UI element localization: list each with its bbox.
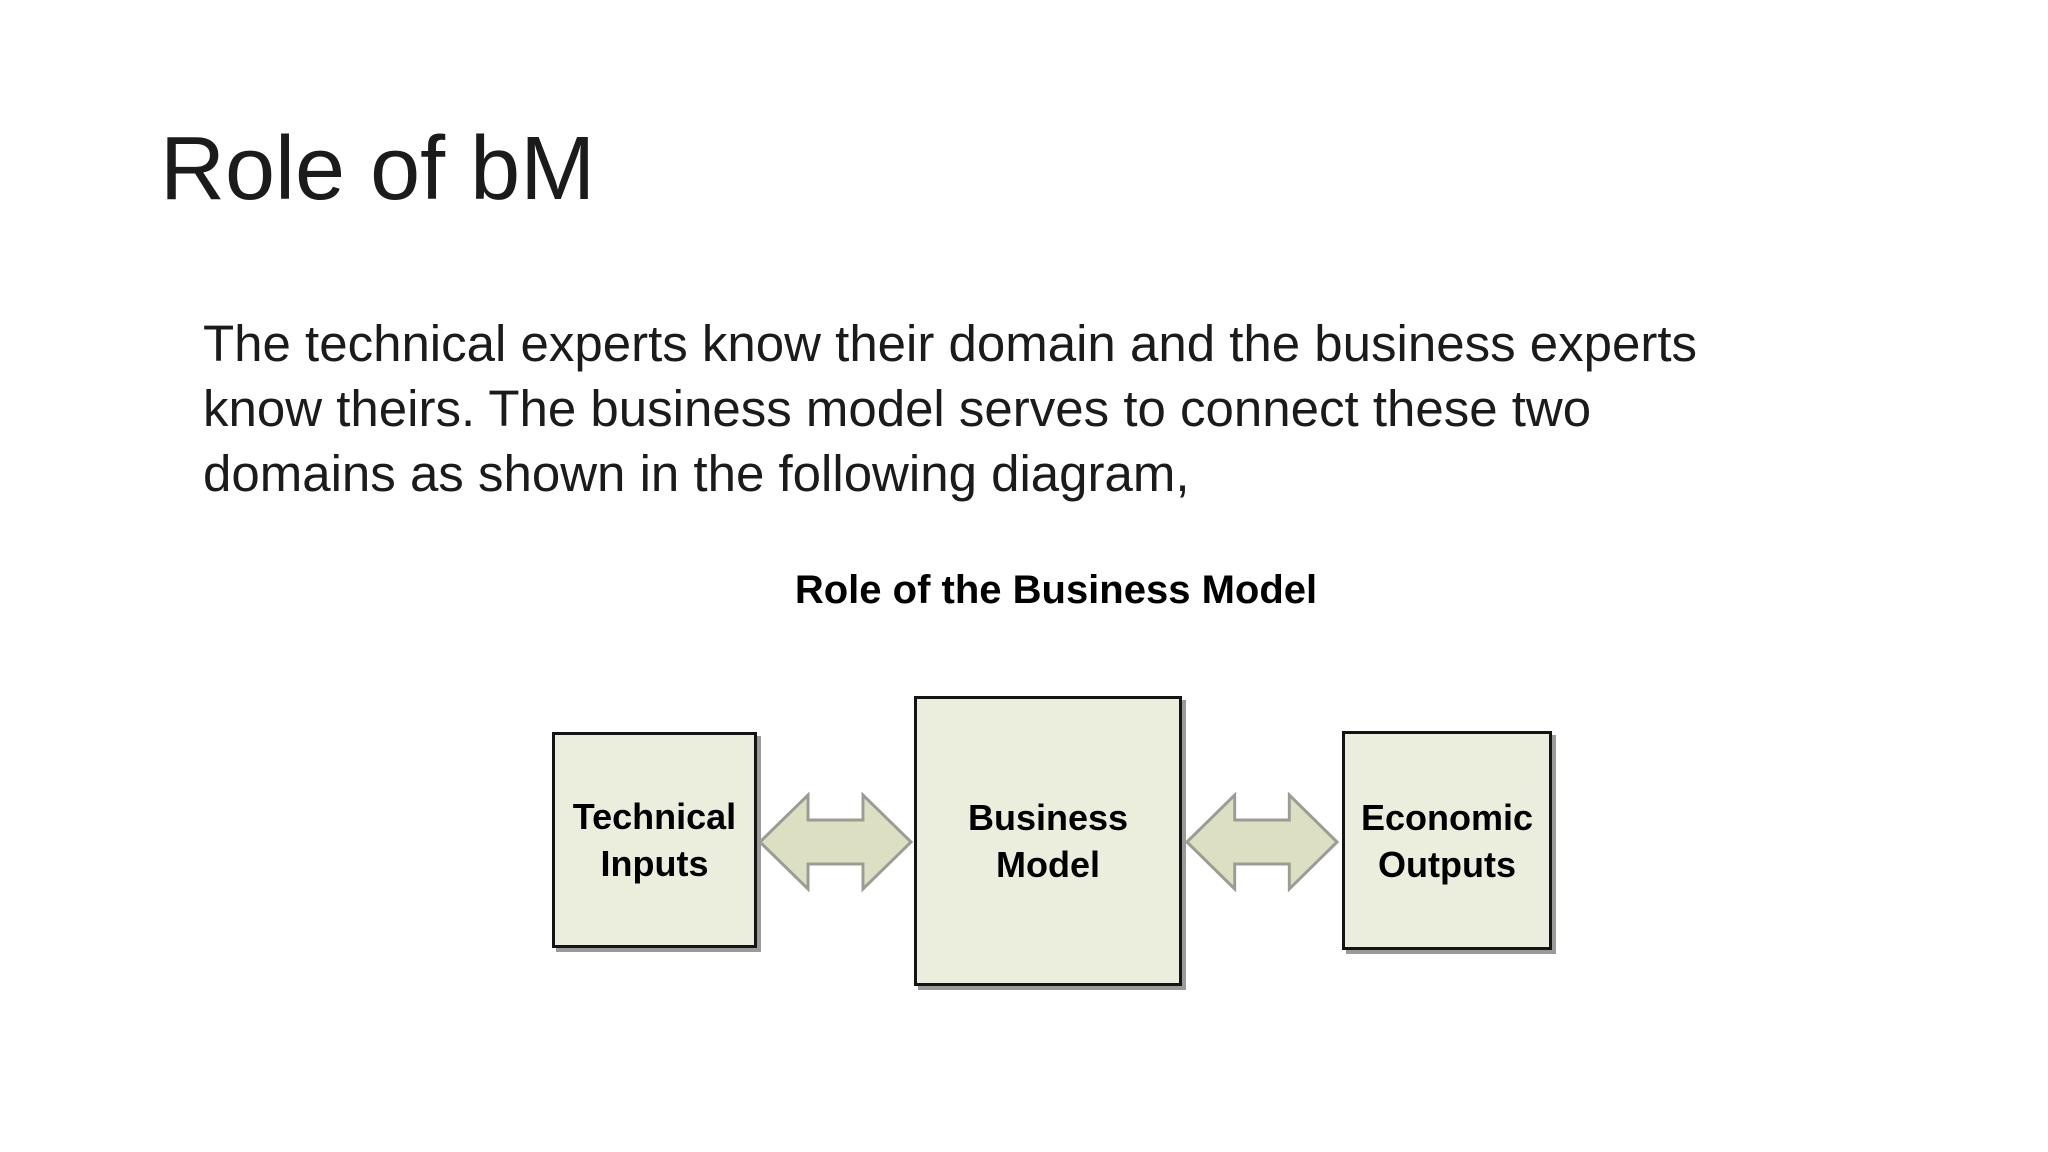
node-label-line: Model (996, 844, 1100, 885)
body-text-line-2: know theirs. The business model serves t… (203, 380, 1592, 437)
body-text-line-1: The technical experts know their domain … (203, 315, 1697, 372)
node-business-model: Business Model (914, 696, 1182, 986)
node-label-line: Economic (1360, 796, 1534, 838)
node-technical-inputs: Technical Inputs (552, 732, 757, 948)
node-label-line: Technical (572, 796, 737, 837)
node-economic-outputs: Economic Outputs (1342, 731, 1552, 950)
body-text-line-3: domains as shown in the following diagra… (203, 445, 1190, 502)
double-arrow-icon (1184, 791, 1340, 893)
slide-body-text: The technical experts know their domain … (203, 311, 1903, 506)
double-arrow-icon (757, 791, 914, 893)
diagram-title: Role of the Business Model (794, 568, 1318, 612)
slide-title: Role of bM (160, 119, 596, 219)
node-label-line: Business (967, 797, 1129, 838)
node-label-line: Inputs (600, 843, 709, 884)
node-label-line: Outputs (1378, 843, 1516, 885)
